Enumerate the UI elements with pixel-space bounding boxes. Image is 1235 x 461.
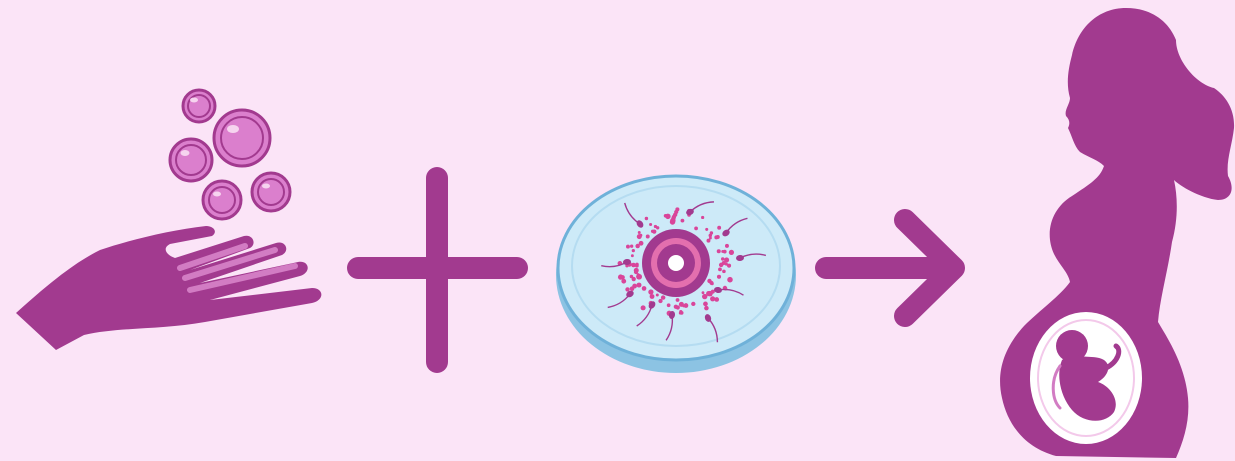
corona-dot [648,289,653,294]
corona-dot [727,277,733,283]
corona-dot [723,250,727,254]
womb-with-fetus [1030,312,1142,444]
corona-dot [674,305,678,309]
corona-dot [618,274,623,279]
corona-dot [702,294,707,299]
corona-dot [703,301,708,306]
corona-dot [635,244,639,248]
corona-dot [631,254,634,257]
corona-dot [722,270,726,274]
corona-dot [621,279,626,284]
corona-dot [717,226,721,230]
hand-with-eggs-icon [16,90,321,350]
corona-dot [721,257,724,260]
corona-dot [680,311,684,315]
corona-dot [642,286,647,291]
corona-dot [638,231,641,234]
corona-dot [636,274,642,280]
corona-dot [702,291,705,294]
corona-dot [676,298,680,302]
corona-dot [718,267,722,271]
corona-dot [632,284,637,289]
corona-dot [632,277,636,281]
corona-dot [632,249,635,252]
corona-dot [682,304,685,307]
pregnant-woman-icon [1000,8,1234,458]
corona-dot [650,294,655,299]
corona-dot [636,283,641,288]
corona-dot [639,234,642,237]
corona-dot [626,245,630,249]
open-hand [16,226,321,350]
corona-dot [725,258,728,261]
corona-dot [725,244,729,248]
corona-dot [707,239,711,243]
corona-dot [646,235,650,239]
egg-left [170,139,212,181]
corona-dot [665,214,671,220]
petri-dish-fertilization-icon [556,176,796,373]
corona-dot [634,270,638,274]
corona-dot [645,217,648,220]
corona-dot [656,294,659,297]
corona-dot [656,226,659,229]
corona-dot [681,219,685,223]
corona-dot [630,245,633,248]
corona-dot [641,305,646,310]
corona-dot [691,302,695,306]
corona-dot [658,299,662,303]
corona-dot [625,287,629,291]
egg-cell [642,229,710,297]
egg-small-top [183,90,215,122]
corona-dot [701,216,704,219]
corona-dot [694,227,698,231]
arrow-right-icon [826,220,954,316]
eggs-group [170,90,290,219]
corona-dot [717,249,721,253]
plus-icon [358,178,517,362]
corona-dot [717,275,721,279]
egg-bottom [203,181,241,219]
corona-dot [667,303,671,307]
corona-dot [716,235,720,239]
corona-dot [672,215,676,219]
corona-dot [709,234,712,237]
corona-dot [651,230,654,233]
corona-dot [711,282,714,285]
corona-dot [704,306,709,311]
corona-dot [705,228,708,231]
corona-dot [675,207,679,211]
egg-large [214,110,270,166]
corona-dot [729,250,734,255]
corona-dot [725,263,728,266]
corona-dot [631,263,636,268]
egg-right [252,173,290,211]
corona-dot [649,223,652,226]
corona-dot [710,296,715,301]
